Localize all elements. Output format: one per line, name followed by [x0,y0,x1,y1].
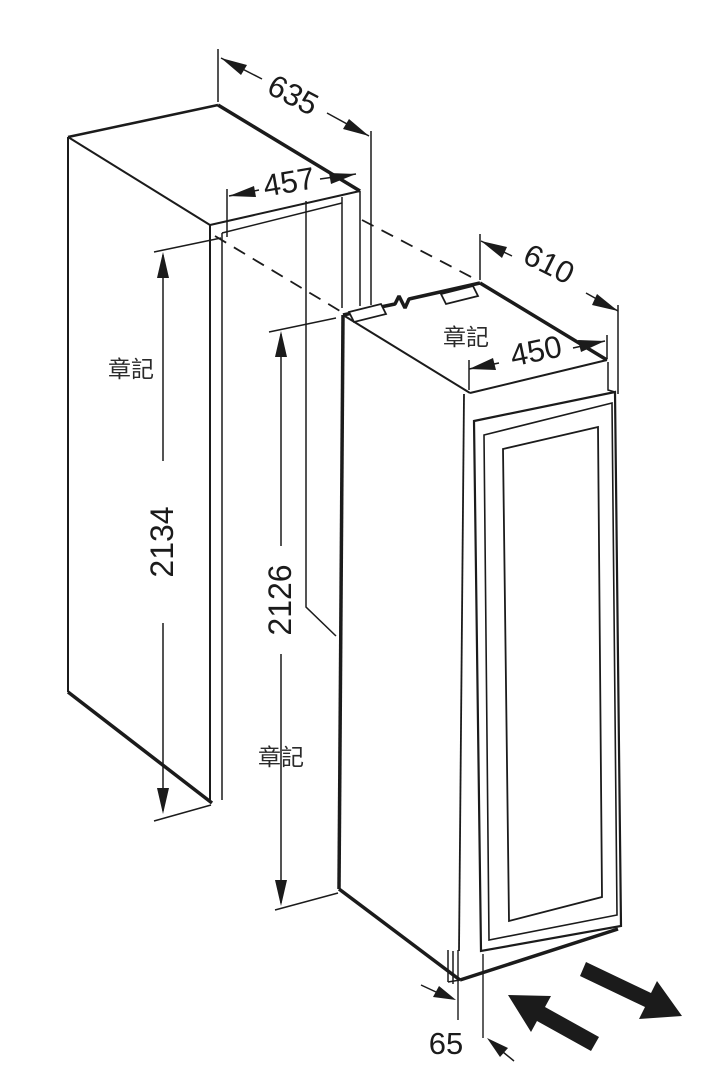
arrowhead-icon [157,788,169,814]
extension-line [153,237,222,253]
arrowhead-icon [343,119,369,136]
niche-top-back-edge [67,103,219,139]
door-inner-panel [502,425,603,923]
niche-outline [66,103,361,805]
niche-bottom-edge [66,690,214,805]
mark-niche-side: 章記 [108,357,154,383]
hinge-bracket-right [439,284,480,306]
extension-line [274,892,339,911]
appliance-bottom-front-edge [459,927,619,982]
arrowhead-icon [592,294,618,311]
arrowhead-icon [433,986,456,1000]
appliance-back-left-edge [337,314,345,890]
arrowhead-icon [157,252,169,278]
arrowhead-icon [229,186,256,197]
appliance-outline [337,281,623,984]
appliance-top-front-edge [469,359,608,394]
niche-top-left-edge [67,136,211,226]
extension-line [268,317,337,333]
dim-value-niche-height: 2134 [144,506,180,577]
dim-value-appliance-height: 2126 [262,564,298,635]
dim-appliance-height: 2126 [262,317,339,911]
extension-line [153,804,212,822]
front-plane-reference-line [305,201,337,637]
appliance-bottom-back-edge [337,887,462,982]
airflow-in-arrow-icon [508,995,599,1051]
arrowhead-icon [481,241,507,258]
arrowhead-icon [329,173,356,184]
dim-niche-width: 457 [226,160,357,237]
airflow-out-arrow-icon [580,962,682,1019]
mark-appliance-top: 章記 [443,325,489,351]
mark-appliance-front: 章記 [258,745,304,771]
dim-base-recess: 65 [420,950,515,1062]
arrowhead-icon [469,358,496,370]
projection-dashed-lines [214,219,478,312]
dim-value-appliance-width: 450 [507,329,565,374]
appliance-front-left-edge [458,393,465,952]
dim-value-niche-depth: 635 [262,68,324,123]
dimension-line [420,984,437,993]
dim-niche-height: 2134 [144,237,222,822]
dim-appliance-depth: 610 [479,234,619,394]
appliance-top-back-edge [342,281,481,317]
niche-top-front-edge [209,190,361,226]
door-outer-frame [472,390,623,953]
projection-line-right [361,219,478,281]
appliance-top-lip [607,362,616,393]
hinge-bracket-left [347,302,388,324]
dim-value-appliance-depth: 610 [518,237,580,291]
arrowhead-icon [221,58,247,75]
arrowhead-icon [487,1038,508,1057]
projection-line-left [214,235,341,312]
appliance-top-left-edge [342,314,471,394]
dim-value-base-recess: 65 [429,1026,463,1061]
dim-appliance-width: 450 [468,329,608,390]
airflow-arrows [508,962,682,1051]
niche-top-front-inner-edge [221,202,343,234]
arrowhead-icon [275,880,287,906]
door-bevel-frame [483,401,618,941]
dim-value-niche-width: 457 [261,160,318,203]
dimension-line [502,1051,515,1062]
arrowhead-icon [578,340,605,352]
arrowhead-icon [275,331,287,357]
